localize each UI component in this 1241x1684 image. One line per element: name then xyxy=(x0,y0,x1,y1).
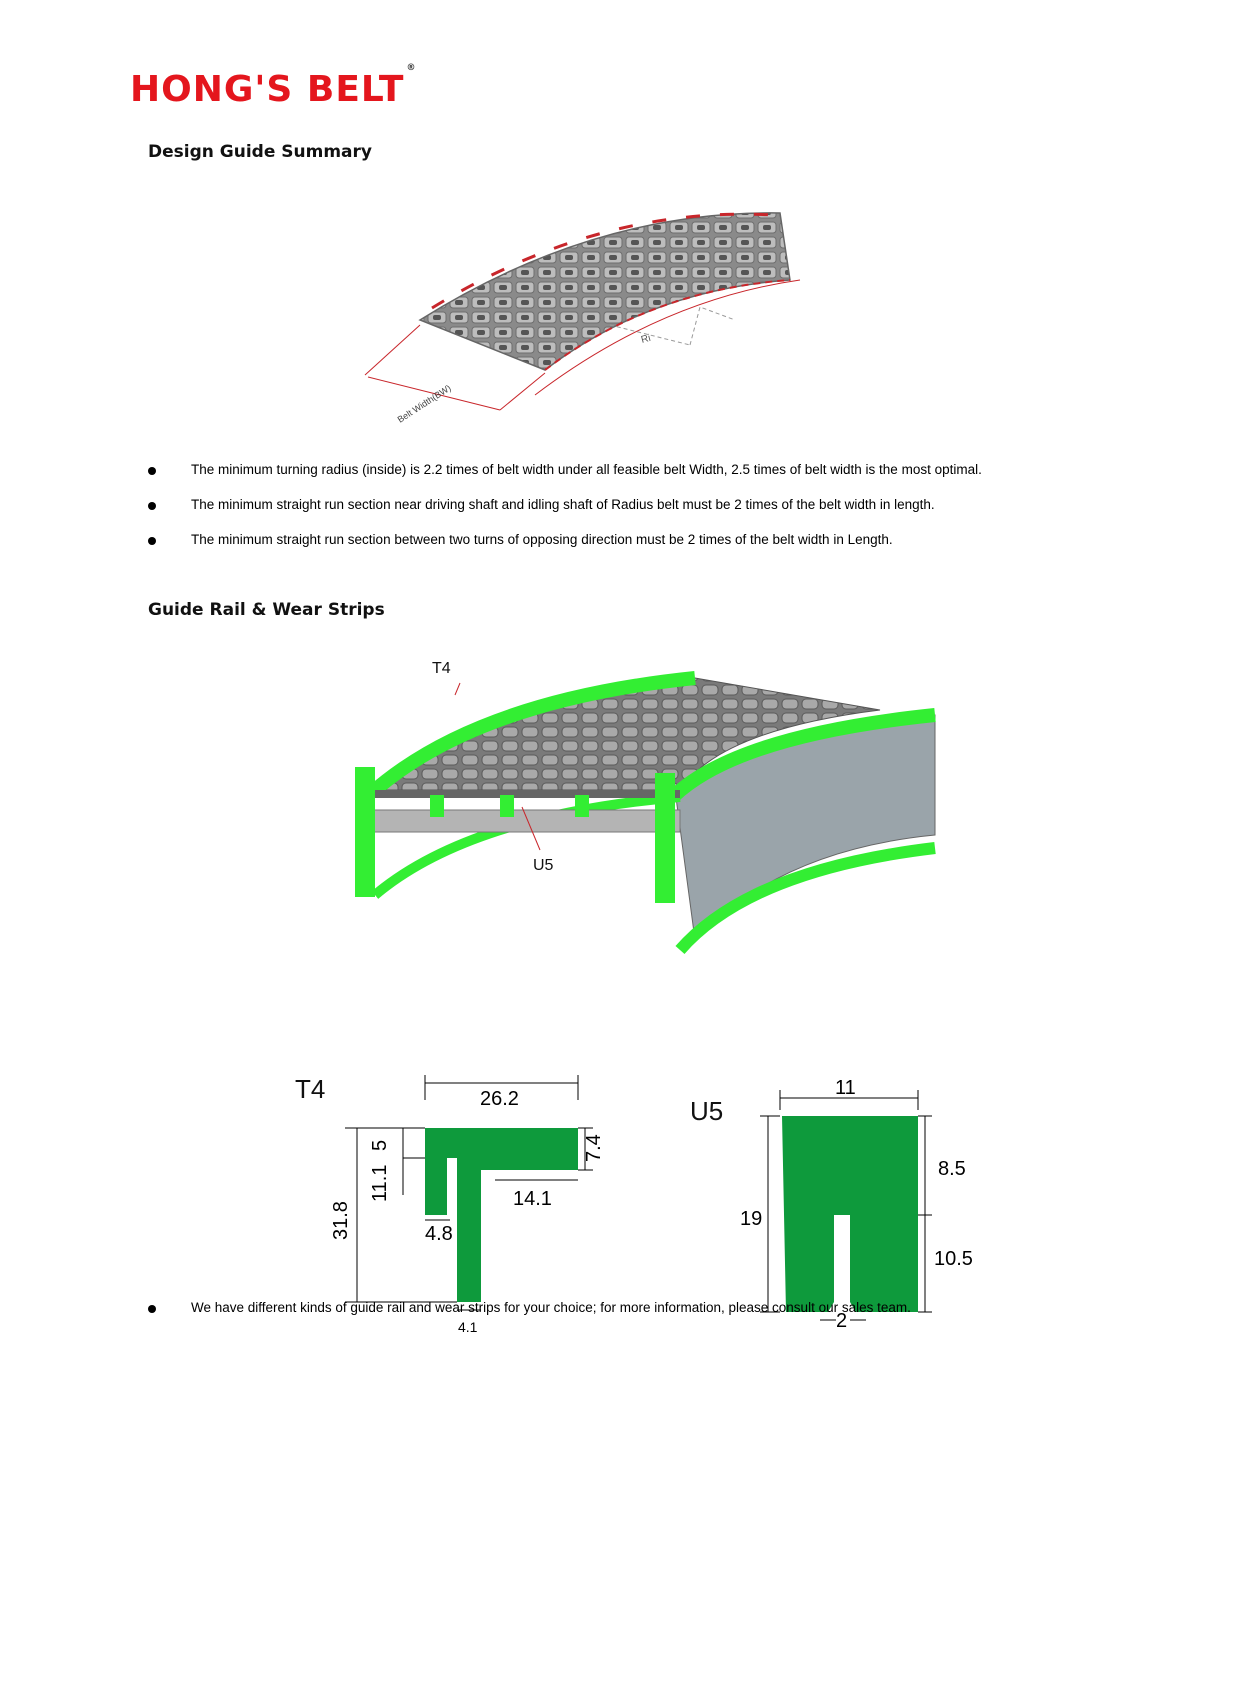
wear-strip-2 xyxy=(500,795,514,817)
belt-top-edge-red xyxy=(431,212,775,310)
bullet-dot xyxy=(148,537,156,545)
top-guide-rail-left xyxy=(370,671,696,796)
t4-profile-drawing: T4 26.2 5 11.1 7.4 14.1 31.8 4.8 4.1 xyxy=(295,1074,605,1335)
bullet-text: We have different kinds of guide rail an… xyxy=(191,1300,911,1315)
label-belt-width: Belt Width(BW) xyxy=(396,383,453,425)
heading-guide-rail: Guide Rail & Wear Strips xyxy=(148,600,385,620)
t4-dim-right-flange: 7.4 xyxy=(583,1134,605,1162)
u5-dim-width: 11 xyxy=(835,1077,856,1099)
label-t4: T4 xyxy=(432,660,451,677)
bullet-dot xyxy=(148,502,156,510)
section-title-design-guide: Design Guide Summary xyxy=(148,142,372,162)
heading-design-guide: Design Guide Summary xyxy=(148,142,372,162)
u5-dim-top: 8.5 xyxy=(938,1158,966,1180)
t4-dim-stem-total: 11.1 xyxy=(369,1165,391,1202)
company-logo: HONG'S BELT® xyxy=(130,63,417,110)
belt-edge-red xyxy=(544,279,791,371)
belt-front-edge xyxy=(375,790,680,798)
t4-dim-stem: 4.1 xyxy=(458,1319,478,1335)
bullet-dot xyxy=(148,1305,156,1313)
t4-dim-flange: 5 xyxy=(369,1140,391,1151)
u5-dim-slot: 2 xyxy=(836,1310,847,1332)
u5-profile-shape xyxy=(782,1116,918,1312)
wear-strip-3 xyxy=(575,795,589,817)
radius-belt-figure: Ri Belt Width(BW) xyxy=(364,212,801,425)
wear-strip-1 xyxy=(430,795,444,817)
logo-text: HONG'S BELT xyxy=(130,69,405,110)
u5-dim-height: 19 xyxy=(740,1208,762,1230)
pointer-u5 xyxy=(521,806,541,851)
label-u5: U5 xyxy=(533,857,554,874)
width-extension-right xyxy=(499,372,546,411)
bullet-text: The minimum turning radius (inside) is 2… xyxy=(191,462,982,477)
label-inside-radius: Ri xyxy=(640,333,652,346)
bullet-text: The minimum straight run section near dr… xyxy=(191,497,935,512)
bullet-dot xyxy=(148,467,156,475)
inner-radius-line xyxy=(534,279,801,396)
width-extension-left xyxy=(364,324,421,376)
t4-dim-left: 4.8 xyxy=(425,1223,453,1245)
t4-dim-height: 31.8 xyxy=(330,1201,352,1240)
t4-dim-inner: 14.1 xyxy=(513,1188,552,1210)
t4-title: T4 xyxy=(295,1074,325,1104)
radius-belt-surface xyxy=(418,212,791,371)
guide-rail-frame-figure: T4 U5 xyxy=(355,660,936,954)
middle-post xyxy=(655,773,675,903)
pointer-t4 xyxy=(454,682,461,696)
top-guide-rail-right xyxy=(670,708,936,801)
u5-title: U5 xyxy=(690,1096,723,1126)
radius-arrow xyxy=(689,306,736,346)
lower-rail-right xyxy=(675,842,936,954)
cross-beam xyxy=(359,809,681,833)
bullet-text: The minimum straight run section between… xyxy=(191,532,893,547)
registered-mark: ® xyxy=(406,63,417,73)
width-dimension-line xyxy=(367,376,501,411)
section-title-guide-rail: Guide Rail & Wear Strips xyxy=(148,600,385,620)
t4-dim-width: 26.2 xyxy=(480,1088,519,1110)
u5-profile-drawing: U5 11 8.5 10.5 19 2 xyxy=(690,1077,973,1332)
u5-dim-bottom: 10.5 xyxy=(934,1248,973,1270)
t4-profile-shape xyxy=(425,1128,578,1302)
left-post xyxy=(355,767,375,897)
